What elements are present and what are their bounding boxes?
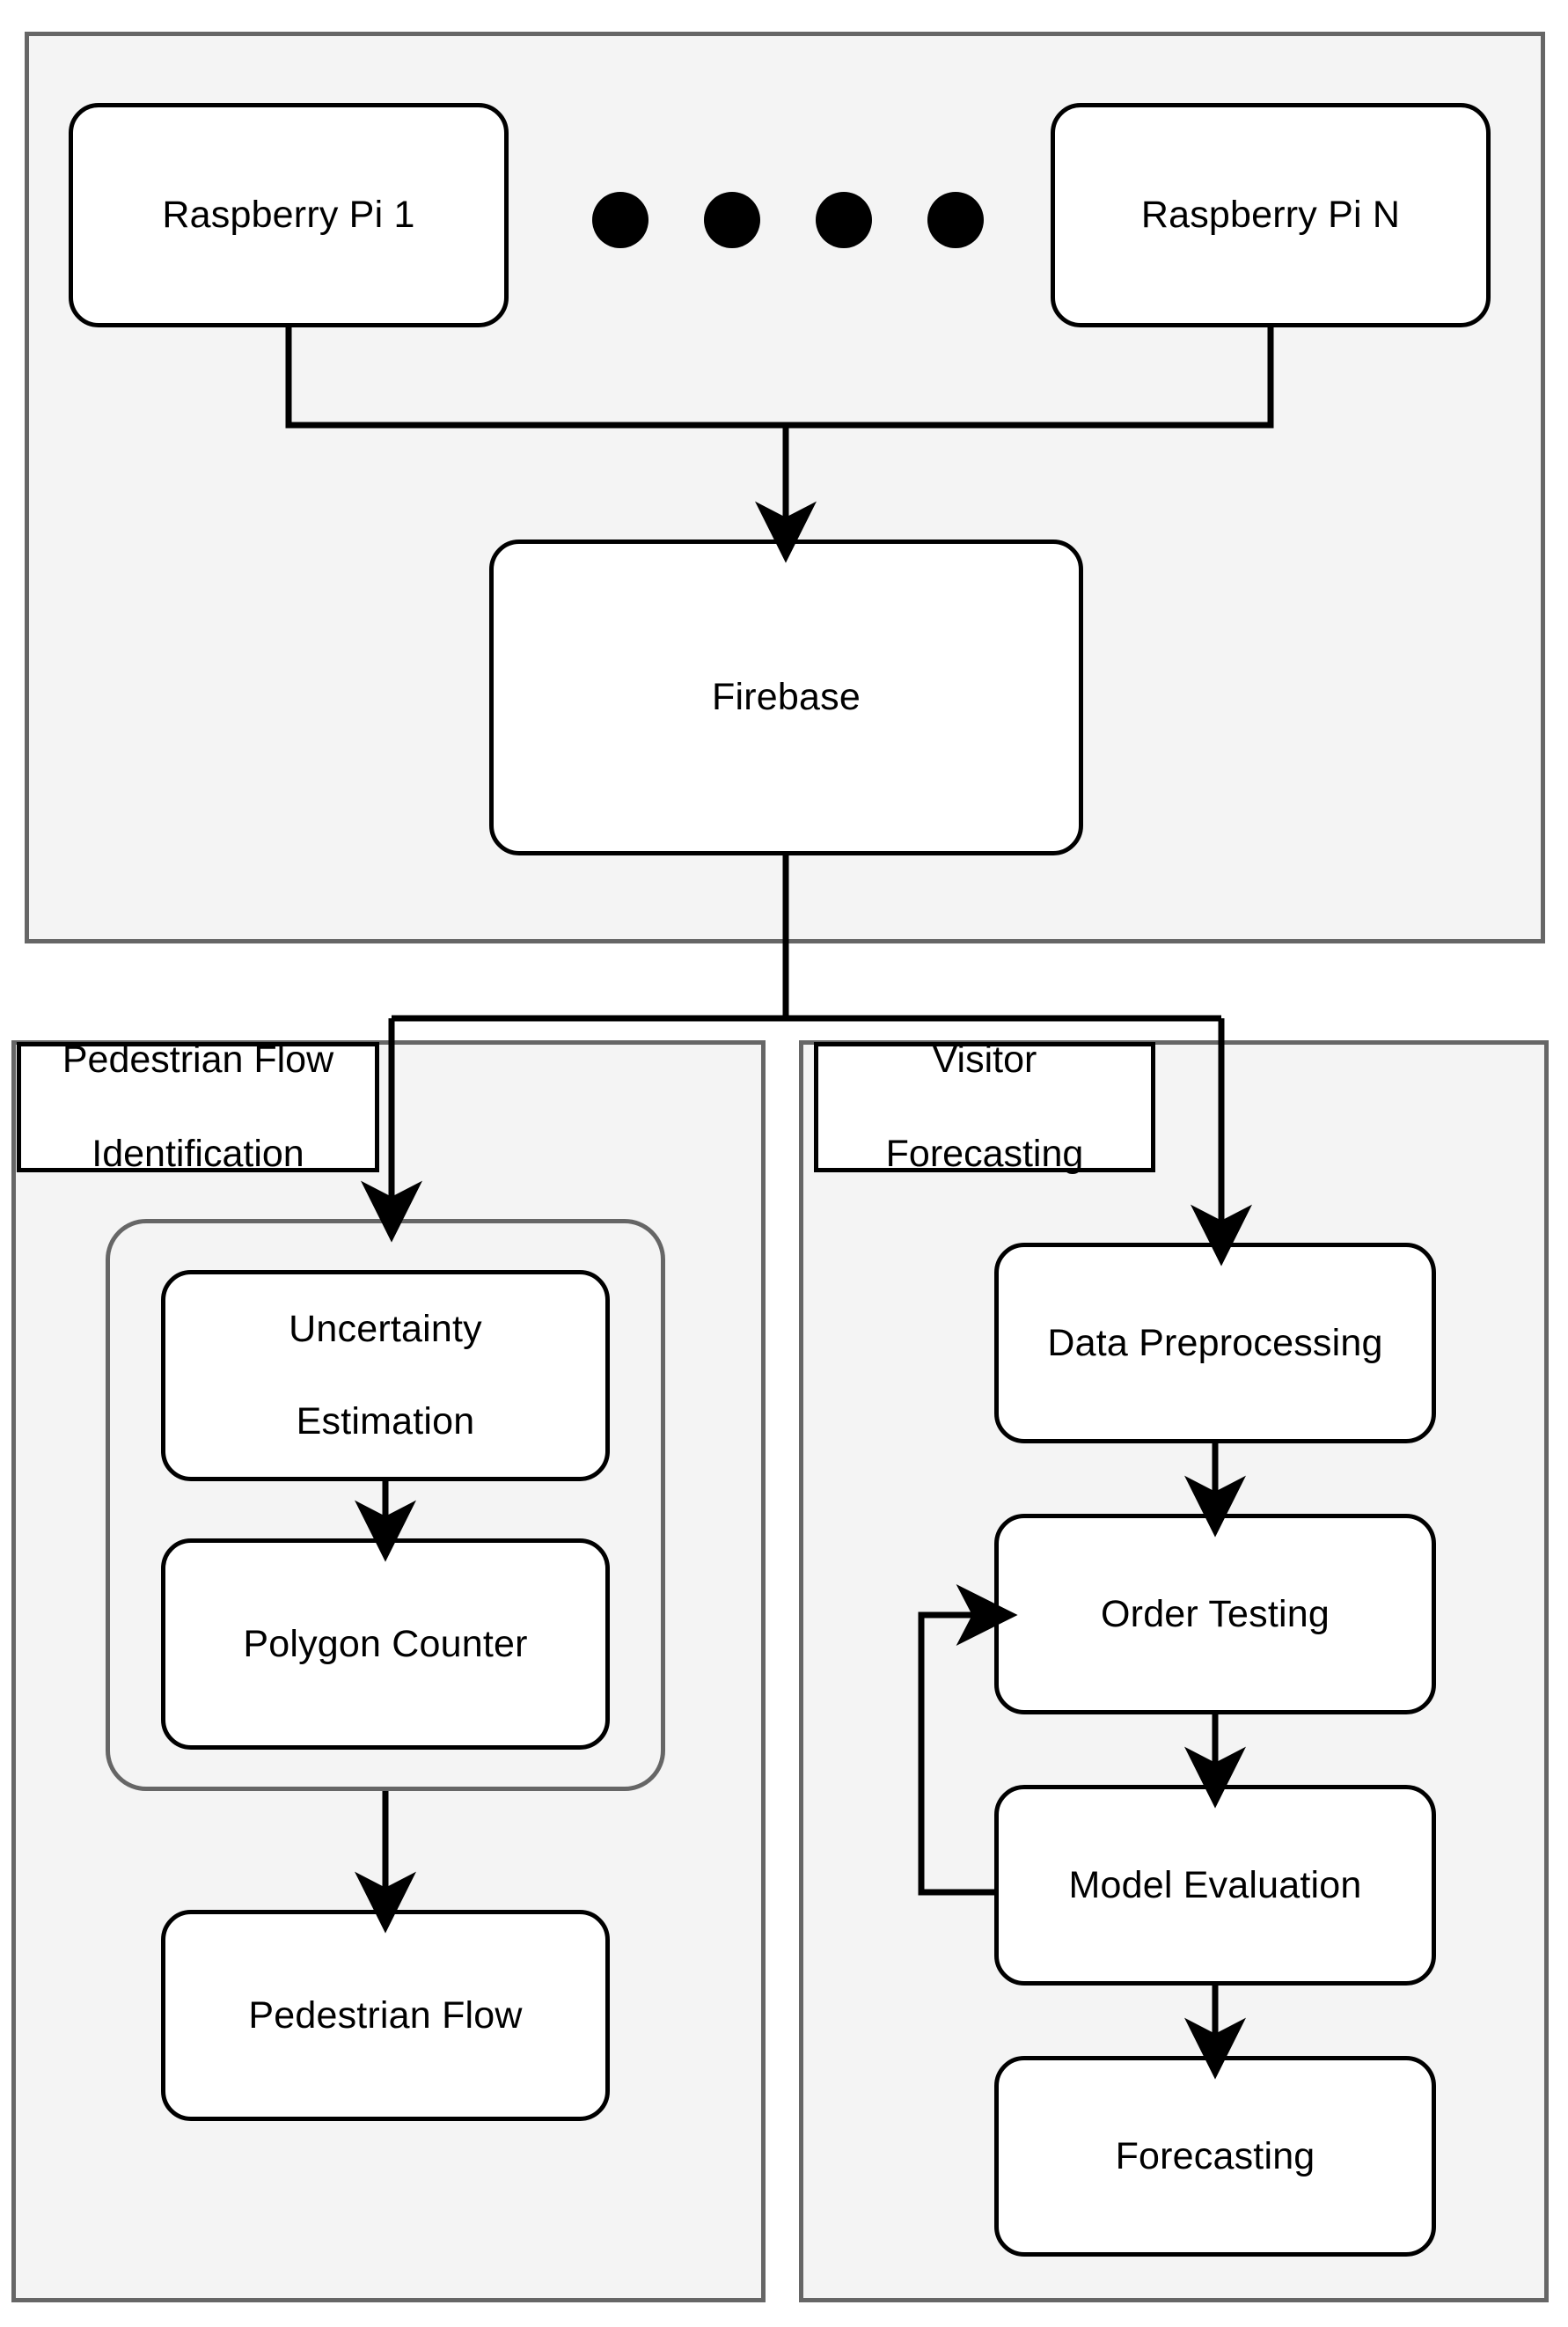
node-raspberry-pi-1-label: Raspberry Pi 1 [162,194,415,237]
node-order-testing[interactable]: Order Testing [994,1514,1436,1714]
node-firebase[interactable]: Firebase [489,540,1083,855]
node-firebase-label: Firebase [712,676,861,719]
node-data-preprocessing-label: Data Preprocessing [1047,1321,1383,1364]
edge-model-evaluation-feedback-to-order-testing [918,1584,1018,1896]
edge-rpiN-to-firebase [786,327,1274,429]
ellipsis-dot-4 [927,192,984,248]
node-raspberry-pi-n[interactable]: Raspberry Pi N [1051,103,1491,327]
node-pedestrian-flow-label: Pedestrian Flow [248,1993,523,2037]
ellipsis-dot-1 [592,192,648,248]
node-polygon-counter[interactable]: Polygon Counter [161,1538,610,1750]
ellipsis-dot-2 [704,192,760,248]
edge-rpi1-to-firebase [285,327,786,429]
ellipsis-dot-3 [816,192,872,248]
node-order-testing-label: Order Testing [1101,1592,1330,1635]
node-forecasting-label: Forecasting [1115,2134,1315,2177]
node-model-evaluation[interactable]: Model Evaluation [994,1785,1436,1986]
node-data-preprocessing[interactable]: Data Preprocessing [994,1243,1436,1443]
node-raspberry-pi-1[interactable]: Raspberry Pi 1 [69,103,509,327]
node-polygon-counter-label: Polygon Counter [243,1622,528,1665]
node-model-evaluation-label: Model Evaluation [1068,1863,1362,1906]
node-raspberry-pi-n-label: Raspberry Pi N [1140,194,1401,237]
